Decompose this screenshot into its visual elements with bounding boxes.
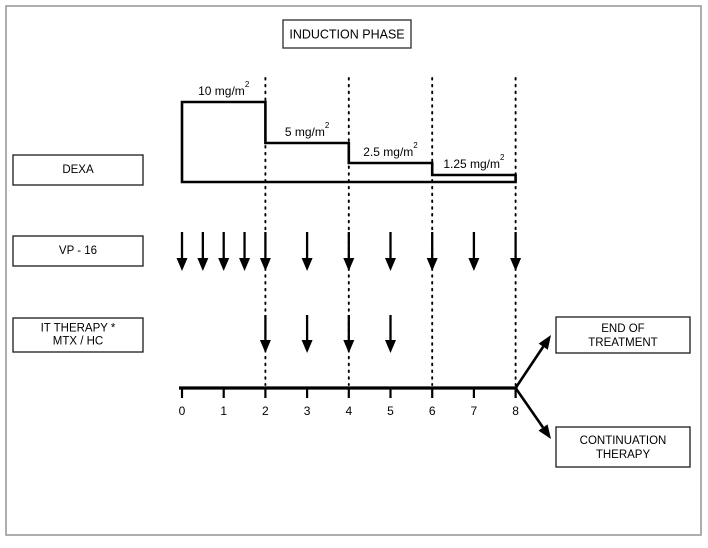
vp16-arrow-day-0-head <box>176 258 188 271</box>
page-title: INDUCTION PHASE <box>289 27 404 41</box>
dexa-dose-label: 1.25 mg/m2 <box>443 153 505 172</box>
row-label-text: VP - 16 <box>59 245 97 257</box>
vp16-arrow-day-7-head <box>468 258 480 271</box>
outcome-boxes: END OF TREATMENT CONTINUATION THERAPY <box>555 316 691 468</box>
outcome-text: END OF <box>601 323 644 335</box>
axis-tick-label-2: 2 <box>262 404 269 418</box>
vp16-arrow-day-0.5-head <box>197 258 209 271</box>
it-arrow-day-2-head <box>259 340 271 353</box>
axis-tick-label-5: 5 <box>387 404 394 418</box>
outcome-text: TREATMENT <box>588 337 657 349</box>
page-border <box>5 5 702 536</box>
row-label-text: IT THERAPY * <box>41 323 116 335</box>
outcome-branches <box>514 335 551 439</box>
axis-tick-label-0: 0 <box>179 404 186 418</box>
vp16-arrow-day-4-head <box>343 258 355 271</box>
row-label-vp16: VP - 16 <box>12 235 144 267</box>
it-therapy-arrow-row <box>259 315 396 353</box>
axis-tick-label-1: 1 <box>220 404 227 418</box>
branch-line-continuation-therapy <box>514 387 545 429</box>
vp16-arrow-day-3-head <box>301 258 313 271</box>
axis-tick-label-4: 4 <box>345 404 352 418</box>
outcome-text: CONTINUATION <box>580 435 667 447</box>
dexa-dose-label: 10 mg/m2 <box>198 80 250 99</box>
dexa-dose-curve: 10 mg/m2 5 mg/m2 2.5 mg/m2 1.25 mg/m2 <box>180 80 517 184</box>
axis-tick-label-8: 8 <box>512 404 519 418</box>
vp16-arrow-row <box>176 232 522 271</box>
it-arrow-day-5-head <box>385 340 396 353</box>
outcome-box-continuation-therapy: CONTINUATION THERAPY <box>555 426 691 468</box>
axis-tick-label-3: 3 <box>304 404 311 418</box>
vp16-arrow-day-1-head <box>218 258 230 271</box>
axis-tick-label-6: 6 <box>429 404 436 418</box>
row-label-text: MTX / HC <box>53 336 103 348</box>
branch-line-end-of-treatment <box>514 345 545 389</box>
outcome-box-end-of-treatment: END OF TREATMENT <box>555 316 691 354</box>
vp16-arrow-day-1.5-head <box>239 258 251 271</box>
row-label-dexa: DEXA <box>12 154 144 186</box>
it-arrow-day-4-head <box>343 340 355 353</box>
vp16-arrow-day-2-head <box>259 258 271 271</box>
dexa-dose-label: 5 mg/m2 <box>285 121 330 140</box>
row-label-it-therapy: IT THERAPY *MTX / HC <box>12 317 144 353</box>
branch-arrowhead-continuation-therapy <box>538 424 551 439</box>
vp16-arrow-day-5-head <box>385 258 396 271</box>
outcome-text: THERAPY <box>596 449 651 461</box>
row-label-group: DEXA VP - 16 IT THERAPY *MTX / HC <box>12 154 144 353</box>
vp16-arrow-day-6-head <box>426 258 438 271</box>
it-arrow-day-3-head <box>301 340 313 353</box>
branch-arrowhead-end-of-treatment <box>538 335 551 350</box>
axis-tick-label-7: 7 <box>471 404 478 418</box>
row-label-text: DEXA <box>62 164 94 176</box>
dexa-dose-label: 2.5 mg/m2 <box>363 141 418 160</box>
title-box: INDUCTION PHASE <box>282 19 412 49</box>
timeline-axis: 0 1 2 3 4 5 6 7 8 <box>179 386 519 418</box>
vp16-arrow-day-8-head <box>510 258 522 271</box>
dexa-dose-step-curve <box>180 100 517 184</box>
